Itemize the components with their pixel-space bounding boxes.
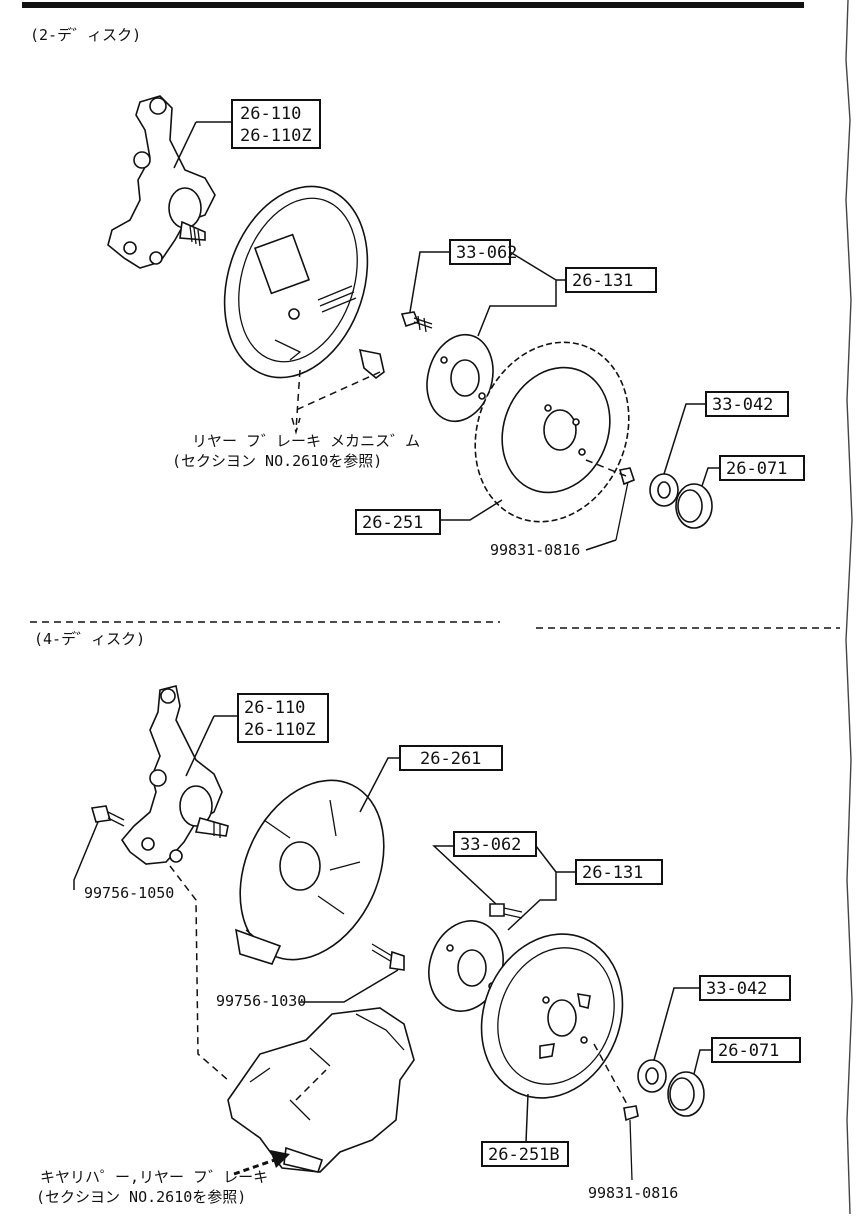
callout-knuckle-4disc: 26-110 26-110Z [237,693,329,743]
svg-text:26-110: 26-110 [244,698,305,718]
svg-text:26-131: 26-131 [582,863,643,883]
callout-cap-4disc: 26-071 [711,1037,801,1063]
callout-hub-4disc: 26-131 [575,859,663,885]
callout-dust-cover: 26-261 [399,745,503,771]
label-knuckle-bolt: 99756-1050 [84,884,174,902]
callout-nut-4disc: 33-042 [699,975,791,1001]
leader-knuckle-4disc [185,715,215,777]
hub-drawing [426,333,494,423]
leader-hub-4disc [507,871,576,931]
svg-text:26-131: 26-131 [572,271,633,291]
callout-cap-2disc: 26-071 [719,455,805,481]
knuckle-drawing-4disc [120,685,229,865]
svg-text:26-071: 26-071 [718,1041,779,1061]
leader-cap-4disc [693,1049,712,1075]
label-screw-4disc: 99831-0816 [588,1184,678,1202]
top-border [22,2,804,8]
label-caliper-bolt: 99756-1030 [216,992,306,1010]
svg-text:33-062: 33-062 [460,835,521,855]
caliper-drawing [227,1007,415,1173]
section-divider [30,621,840,629]
svg-text:26-071: 26-071 [726,459,787,479]
bolt-drawing-4disc [489,903,523,919]
section-heading-2-disc: (2-デ゛ィスク) [30,26,141,44]
section-heading-4-disc: (4-デ゛ィスク) [34,630,145,648]
note-mechanism-line2: (セクシヨン NO.2610を参照) [172,452,382,470]
note-mechanism-line1: リヤー フ゛レーキ メカニス゛ム [192,432,420,450]
svg-text:26-251: 26-251 [362,513,423,533]
svg-text:26-110: 26-110 [240,104,301,124]
cap-drawing [675,483,713,529]
label-screw-2disc: 99831-0816 [490,541,580,559]
svg-text:33-042: 33-042 [712,395,773,415]
screw-drawing-4disc [623,1105,639,1181]
knuckle-drawing [107,95,216,269]
callout-bolt-4disc: 33-062 [453,831,537,857]
backing-plate-drawing [223,185,385,380]
note-caliper-line2: (セクシヨン NO.2610を参照) [36,1188,246,1206]
caliper-bolt-drawing [371,943,405,971]
callout-hub-2disc: 26-131 [565,267,657,293]
callout-nut-2disc: 33-042 [705,391,789,417]
svg-text:26-251B: 26-251B [488,1145,560,1165]
nut-drawing [649,473,679,507]
leader-bolt [409,251,450,313]
screw-drawing [615,467,635,541]
svg-text:33-042: 33-042 [706,979,767,999]
callout-disc: 26-251B [481,1141,569,1167]
dust-cover-drawing [234,779,385,965]
leader-dust-cover [359,757,400,813]
note-caliper-line1: キヤリハ゜ー,リヤー フ゛レーキ [40,1168,268,1186]
svg-text:26-110Z: 26-110Z [240,126,312,146]
callout-bolt-2disc: 33-062 [449,239,517,265]
callout-knuckle-2disc: 26-110 26-110Z [231,99,321,149]
leader-knuckle [173,121,197,169]
leader-caliper-bolt [300,969,399,1003]
leader-drum [440,499,503,521]
leader-nut [663,403,706,475]
leader-hub [477,279,566,337]
leader-bolt-4disc [432,845,497,905]
page-edge [845,0,853,1215]
svg-text:26-261: 26-261 [420,749,481,769]
drum-drawing [474,341,630,523]
leader-knuckle-bolt [73,821,99,890]
leader-disc [525,1093,529,1143]
cap-drawing-4disc [667,1071,705,1117]
bolt-drawing [400,311,433,333]
leader-nut-4disc [653,987,700,1061]
knuckle-bolt-drawing [90,805,125,827]
disc-drawing [480,933,624,1099]
svg-text:33-062: 33-062 [456,243,517,263]
svg-text:26-110Z: 26-110Z [244,720,316,740]
callout-drum-2disc: 26-251 [355,509,441,535]
leader-cap [701,467,720,487]
leader-mechanism [291,369,301,435]
nut-drawing-4disc [637,1059,667,1093]
